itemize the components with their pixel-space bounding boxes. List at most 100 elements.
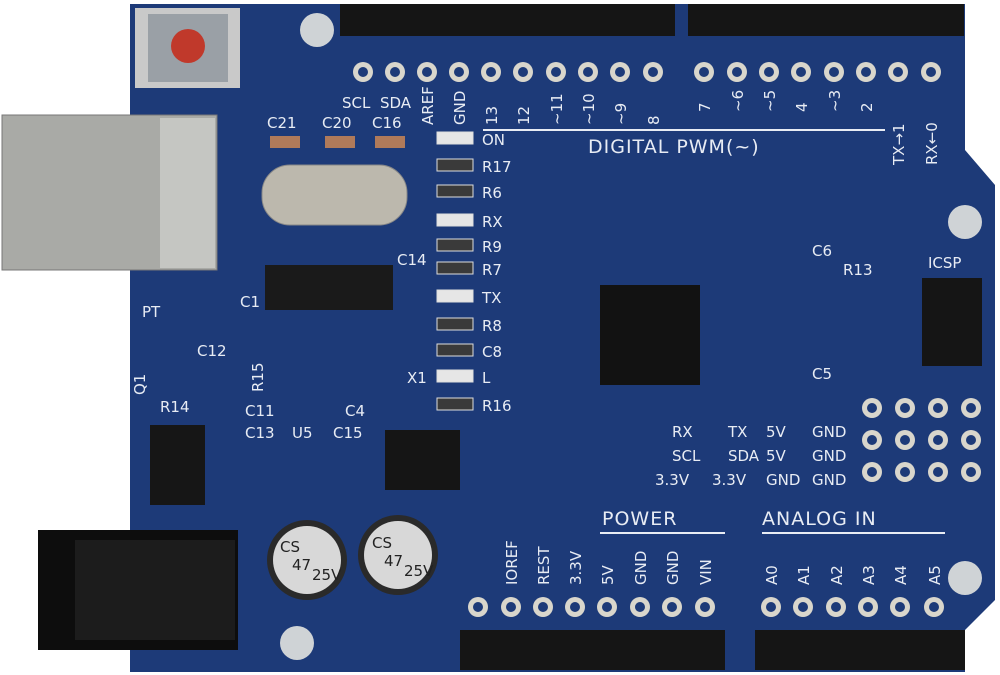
pin-label: 2 bbox=[858, 102, 876, 112]
digital-header-left bbox=[340, 4, 675, 36]
pin-hole bbox=[867, 467, 877, 477]
microcontroller-chip bbox=[600, 285, 700, 385]
pin-hole bbox=[933, 467, 943, 477]
component-label: R6 bbox=[482, 184, 502, 202]
dc-power-jack bbox=[38, 530, 238, 650]
component-label: C4 bbox=[345, 402, 365, 420]
pin-hole bbox=[486, 67, 496, 77]
pin-label: GND bbox=[664, 551, 682, 585]
component-label: C21 bbox=[267, 114, 297, 132]
pin-hole bbox=[867, 435, 877, 445]
analog-header bbox=[755, 630, 965, 670]
pin-table-label: SDA bbox=[728, 447, 760, 465]
smd-component bbox=[436, 289, 474, 303]
component-label: R17 bbox=[482, 158, 512, 176]
pin-hole bbox=[900, 435, 910, 445]
pin-hole bbox=[635, 602, 645, 612]
pin-label: A2 bbox=[828, 565, 846, 585]
pin-table-label: TX bbox=[727, 423, 747, 441]
pin-hole bbox=[929, 602, 939, 612]
pin-label: REST bbox=[535, 546, 553, 585]
pin-hole bbox=[900, 403, 910, 413]
pin-hole bbox=[700, 602, 710, 612]
pin-hole bbox=[766, 602, 776, 612]
component-label: R13 bbox=[843, 261, 873, 279]
pin-hole bbox=[893, 67, 903, 77]
analog-in-label: ANALOG IN bbox=[762, 508, 877, 530]
component-label: X1 bbox=[407, 369, 427, 387]
pin-label: ~6 bbox=[729, 90, 747, 112]
pin-label: AREF bbox=[419, 86, 437, 125]
pin-label: ~9 bbox=[612, 103, 630, 125]
pin-hole bbox=[551, 67, 561, 77]
pin-hole bbox=[867, 403, 877, 413]
component-label: PT bbox=[142, 303, 161, 321]
component-label: TX bbox=[481, 289, 501, 307]
svg-text:25V: 25V bbox=[312, 566, 342, 584]
pin-table-label: GND bbox=[812, 447, 846, 465]
component-label: R9 bbox=[482, 238, 502, 256]
svg-text:CS: CS bbox=[280, 538, 300, 556]
pin-hole bbox=[570, 602, 580, 612]
smd-component bbox=[436, 317, 474, 331]
pin-hole bbox=[829, 67, 839, 77]
smd-component bbox=[436, 397, 474, 411]
smd-component bbox=[436, 213, 474, 227]
component-label: R7 bbox=[482, 261, 502, 279]
pin-table-label: GND bbox=[812, 423, 846, 441]
pin-hole bbox=[506, 602, 516, 612]
component-label: R14 bbox=[160, 398, 190, 416]
pin-hole bbox=[831, 602, 841, 612]
pin-label: A4 bbox=[892, 565, 910, 585]
reset-button[interactable] bbox=[135, 8, 240, 88]
pin-label: GND bbox=[451, 91, 469, 125]
pin-hole bbox=[798, 602, 808, 612]
component-label: C20 bbox=[322, 114, 352, 132]
electrolytic-capacitor: CS 47 25V bbox=[267, 520, 347, 600]
pin-table-label: SCL bbox=[672, 447, 701, 465]
pin-label: 4 bbox=[793, 102, 811, 112]
voltage-regulator bbox=[150, 425, 205, 505]
pin-hole bbox=[895, 602, 905, 612]
digital-pwm-label: DIGITAL PWM(~) bbox=[588, 136, 760, 158]
pin-hole bbox=[538, 602, 548, 612]
component-label: C14 bbox=[397, 251, 427, 269]
pin-hole bbox=[358, 67, 368, 77]
pin-label: 7 bbox=[696, 102, 714, 112]
svg-text:CS: CS bbox=[372, 534, 392, 552]
component-label: C12 bbox=[197, 342, 227, 360]
component-label: R15 bbox=[249, 362, 267, 392]
pin-table-label: GND bbox=[812, 471, 846, 489]
mounting-hole bbox=[948, 561, 982, 595]
pin-hole bbox=[648, 67, 658, 77]
pin-hole bbox=[861, 67, 871, 77]
pin-hole bbox=[454, 67, 464, 77]
regulator-chip bbox=[385, 430, 460, 490]
pin-hole bbox=[583, 67, 593, 77]
component-label: ON bbox=[482, 131, 505, 149]
component-label: C6 bbox=[812, 242, 832, 260]
pin-hole bbox=[926, 67, 936, 77]
component-label: C15 bbox=[333, 424, 363, 442]
component-label: R16 bbox=[482, 397, 512, 415]
icsp-header bbox=[922, 278, 982, 366]
pin-label: RX←0 bbox=[923, 122, 941, 165]
pin-label: 5V bbox=[599, 564, 617, 585]
pin-label: VIN bbox=[697, 559, 715, 585]
pin-label: A5 bbox=[926, 565, 944, 585]
power-header bbox=[460, 630, 725, 670]
digital-header-right bbox=[688, 4, 964, 36]
pin-hole bbox=[966, 435, 976, 445]
component-label: C5 bbox=[812, 365, 832, 383]
smd-component bbox=[375, 136, 405, 148]
component-label: C13 bbox=[245, 424, 275, 442]
pin-label: 3.3V bbox=[567, 550, 585, 585]
smd-component bbox=[436, 184, 474, 198]
component-label: L bbox=[482, 369, 491, 387]
component-label: R8 bbox=[482, 317, 502, 335]
pin-hole bbox=[667, 602, 677, 612]
svg-text:25V: 25V bbox=[404, 562, 434, 580]
pin-hole bbox=[602, 602, 612, 612]
pin-table-label: 5V bbox=[766, 423, 787, 441]
